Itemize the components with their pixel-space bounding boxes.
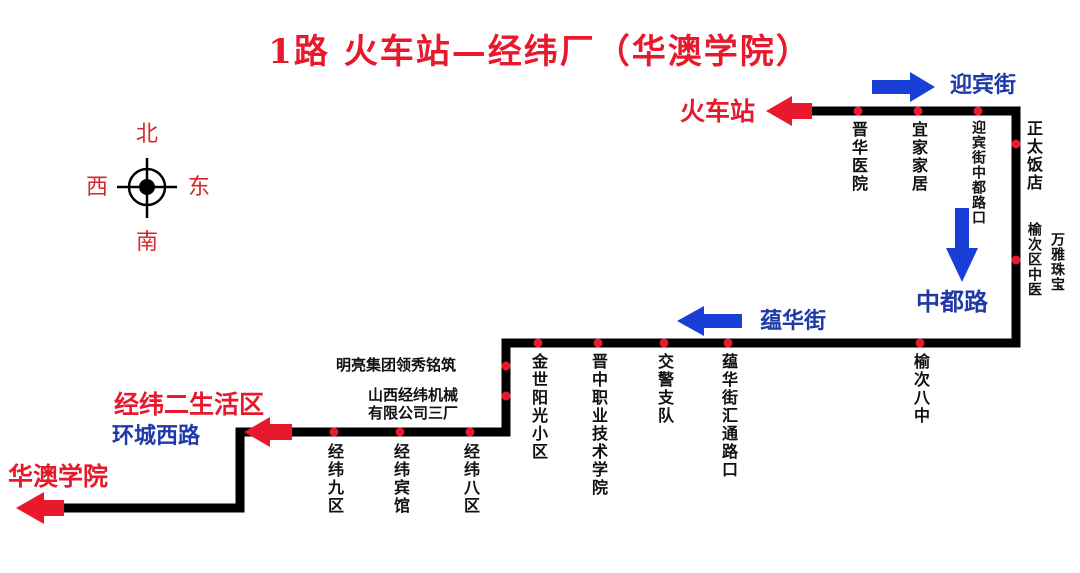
stop-mingliang-label: 明亮集团领秀铭筑 (336, 356, 457, 374)
stop-yunhua-huitong-label: 蕴华街汇通路口 (719, 353, 738, 479)
terminal-end-label: 华澳学院 (8, 462, 109, 491)
stop-yuci-8-label: 榆次八中 (911, 353, 930, 425)
road-yingbin-label: 迎宾街 (950, 72, 1017, 98)
stop-shanxi-jingwei-line1: 山西经纬机械 (368, 386, 459, 404)
stop-dot (329, 427, 339, 437)
route-line (60, 106, 1021, 513)
road-yunhua-label: 蕴华街 (760, 308, 827, 334)
road-huancheng-label: 环城西路 (112, 423, 201, 449)
stop-dot (915, 338, 925, 348)
stop-dot (465, 427, 475, 437)
stop-dot (593, 338, 603, 348)
stop-dot (501, 391, 511, 401)
stop-shanxi-jingwei-line2: 有限公司三厂 (368, 404, 459, 422)
compass-north-label: 北 (136, 122, 159, 147)
stop-jinzhong-college-label: 晋中职业技术学院 (589, 353, 608, 497)
direction-west-arrow-icon (677, 306, 742, 336)
stop-dot (973, 106, 983, 116)
stop-dots (329, 106, 1021, 437)
stop-jinhua-hospital-label: 晋华医院 (849, 121, 868, 193)
stop-dot (395, 427, 405, 437)
stop-jingwei-8-label: 经纬八区 (461, 443, 480, 515)
stop-zhengtai-label: 正太饭店 (1024, 120, 1043, 192)
road-zhongdu-label: 中都路 (916, 287, 988, 316)
map-title: 1路 火车站—经纬厂（华澳学院） (268, 32, 812, 72)
compass-rose (117, 158, 177, 218)
stop-yijia-label: 宜家家居 (909, 121, 928, 193)
stop-dot (723, 338, 733, 348)
compass-east-label: 东 (188, 175, 211, 200)
stop-dot (1011, 139, 1021, 149)
direction-south-arrow-icon (946, 208, 978, 282)
stop-yuci-tcm-label: 榆次区中医 (1026, 222, 1042, 297)
stop-dot (1011, 255, 1021, 265)
stop-jinshi-yangguang-label: 金世阳光小区 (529, 353, 548, 461)
direction-east-arrow-icon (872, 72, 935, 102)
stop-jingwei-9-label: 经纬九区 (325, 443, 344, 515)
stop-traffic-police-label: 交警支队 (655, 353, 674, 425)
stop-jingwei-hotel-label: 经纬宾馆 (391, 443, 410, 515)
arrow-end-icon (16, 492, 64, 524)
stop-yingbin-zhongdu-label: 迎宾街中都路口 (970, 120, 986, 225)
compass-south-label: 南 (136, 230, 159, 255)
stop-dot (913, 106, 923, 116)
compass-west-label: 西 (86, 175, 109, 200)
terminal-start-label: 火车站 (680, 97, 756, 126)
stop-wanya-label: 万雅珠宝 (1049, 232, 1065, 292)
stop-dot (501, 361, 511, 371)
stop-dot (533, 338, 543, 348)
arrow-start-icon (766, 96, 812, 126)
arrow-junction-icon (244, 417, 292, 447)
stop-dot (853, 106, 863, 116)
terminal-junction-label: 经纬二生活区 (114, 390, 265, 419)
stop-dot (659, 338, 669, 348)
